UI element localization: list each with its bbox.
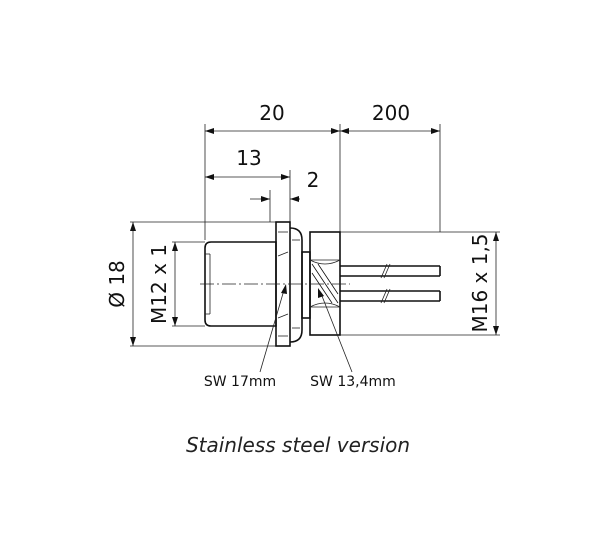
flange bbox=[289, 227, 303, 343]
dimension-2 bbox=[250, 196, 300, 202]
label-cable-length: 200 bbox=[372, 101, 410, 125]
label-overall-length: 20 bbox=[259, 101, 284, 125]
dimension-200 bbox=[340, 128, 440, 134]
label-front-thread: M12 x 1 bbox=[147, 244, 171, 324]
hex-body bbox=[309, 231, 341, 336]
leader-lines bbox=[259, 284, 353, 373]
label-hex-wrench-size: SW 13,4mm bbox=[310, 374, 396, 390]
dimension-diameter-18 bbox=[130, 222, 136, 346]
neck bbox=[301, 251, 311, 319]
dimension-m12 bbox=[172, 242, 178, 326]
extension-lines bbox=[130, 124, 500, 347]
label-body-length: 13 bbox=[236, 146, 261, 170]
dimension-20 bbox=[205, 128, 340, 134]
label-rear-thread: M16 x 1,5 bbox=[468, 233, 492, 332]
label-nut-wrench-size: SW 17mm bbox=[204, 374, 276, 390]
caption: Stainless steel version bbox=[186, 433, 410, 457]
label-outer-diameter: Ø 18 bbox=[105, 260, 129, 308]
cable-wires bbox=[340, 263, 441, 304]
dimension-13 bbox=[205, 174, 290, 180]
dimension-m16 bbox=[493, 232, 499, 335]
label-flange-length: 2 bbox=[307, 168, 320, 192]
